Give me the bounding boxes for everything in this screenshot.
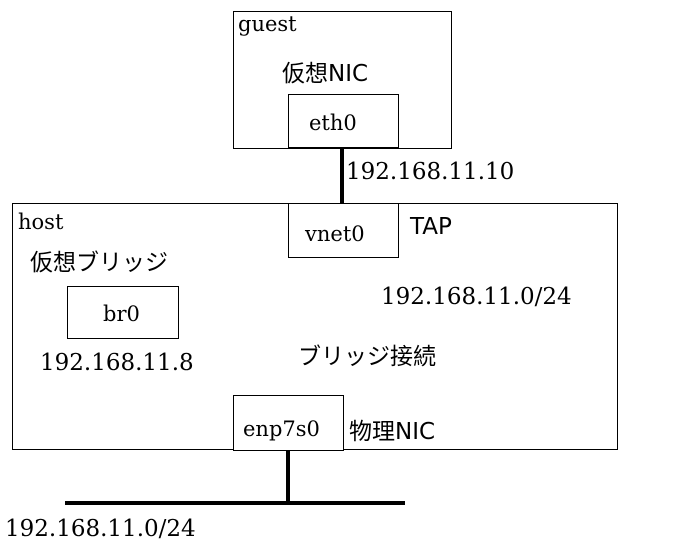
enp7s0-box [233, 395, 344, 451]
guest-ip-label: 192.168.11.10 [346, 159, 515, 185]
guest-label: guest [238, 12, 297, 36]
bridge-connection-label: ブリッジ接続 [298, 344, 436, 370]
host-subnet-label: 192.168.11.0/24 [381, 284, 572, 310]
virtual-bridge-label: 仮想ブリッジ [30, 250, 168, 276]
physical-nic-label: 物理NIC [349, 419, 436, 445]
vnet0-box [288, 203, 399, 258]
vnet0-label: vnet0 [305, 222, 365, 246]
tap-label: TAP [410, 214, 452, 240]
external-subnet-label: 192.168.11.0/24 [5, 516, 196, 542]
bridge-ip-label: 192.168.11.8 [40, 350, 194, 376]
virtual-nic-label: 仮想NIC [282, 61, 369, 87]
host-label: host [18, 210, 64, 234]
br0-box [67, 286, 179, 339]
eth0-box [288, 94, 399, 148]
br0-label: br0 [103, 302, 140, 326]
eth0-label: eth0 [309, 111, 357, 135]
enp7s0-label: enp7s0 [243, 417, 320, 441]
